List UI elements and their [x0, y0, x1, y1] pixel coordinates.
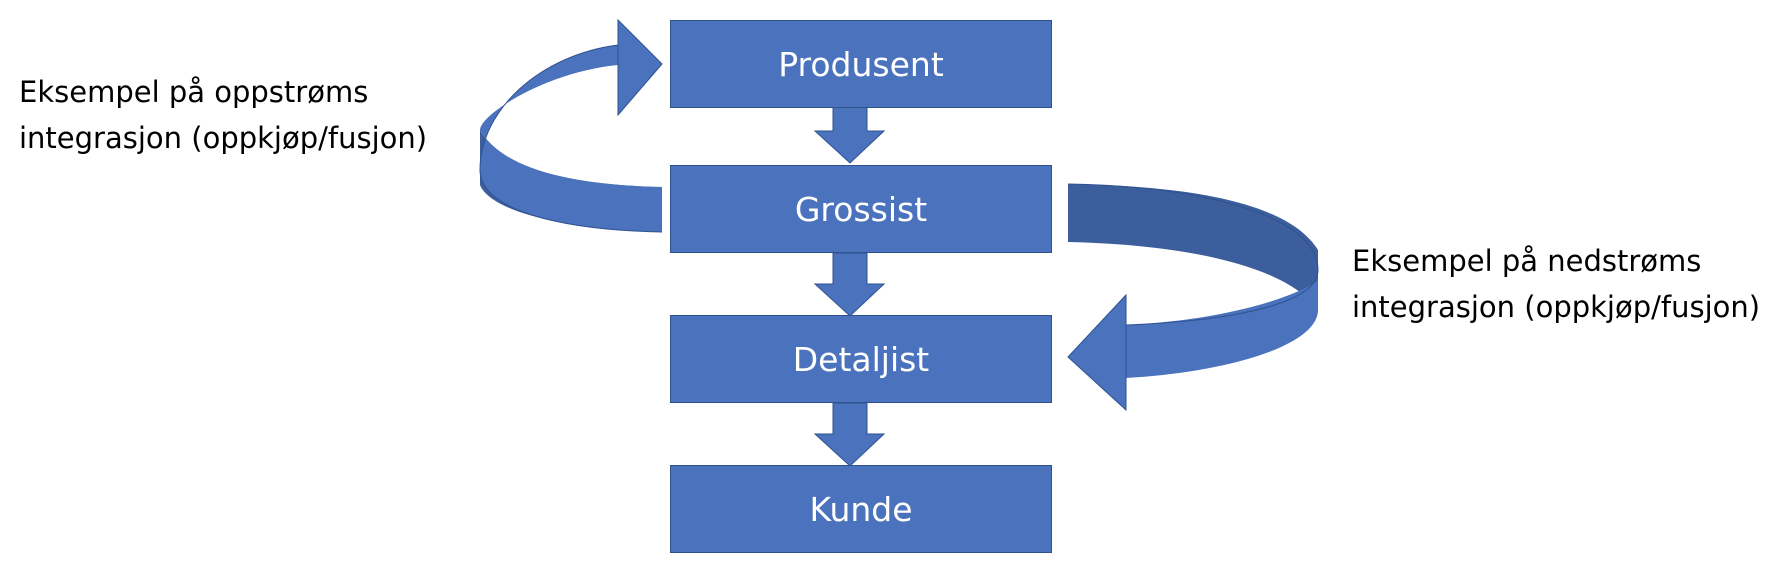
down-arrow-1 [813, 99, 886, 164]
node-produsent: Produsent [670, 20, 1052, 108]
upstream-caption: Eksempel på oppstrøms integrasjon (oppkj… [19, 69, 427, 161]
node-detaljist: Detaljist [670, 315, 1052, 403]
node-label: Kunde [809, 489, 913, 529]
upstream-curved-arrow [479, 18, 663, 233]
down-arrow-3 [813, 402, 886, 467]
upstream-arrow-body [480, 45, 662, 232]
downstream-arrow-edge [1067, 183, 1319, 326]
node-label: Produsent [778, 44, 944, 84]
downstream-caption: Eksempel på nedstrøms integrasjon (oppkj… [1352, 238, 1760, 330]
node-label: Grossist [794, 189, 928, 229]
downstream-curved-arrow [1067, 183, 1319, 412]
upstream-caption-line-2: integrasjon (oppkjøp/fusjon) [19, 121, 428, 155]
downstream-arrow-shadow [1068, 184, 1318, 310]
node-kunde: Kunde [670, 465, 1052, 553]
upstream-arrow-top-edge [479, 44, 663, 233]
node-grossist: Grossist [670, 165, 1052, 253]
upstream-caption-line-1: Eksempel på oppstrøms [19, 75, 369, 109]
downstream-caption-line-2: integrasjon (oppkjøp/fusjon) [1352, 290, 1761, 324]
downstream-caption-line-1: Eksempel på nedstrøms [1352, 244, 1702, 278]
downstream-arrow-head [1067, 293, 1127, 412]
downstream-arrow-body [1126, 250, 1318, 378]
down-arrow-2 [813, 252, 886, 317]
upstream-arrow-head [617, 18, 663, 117]
node-label: Detaljist [792, 339, 930, 379]
